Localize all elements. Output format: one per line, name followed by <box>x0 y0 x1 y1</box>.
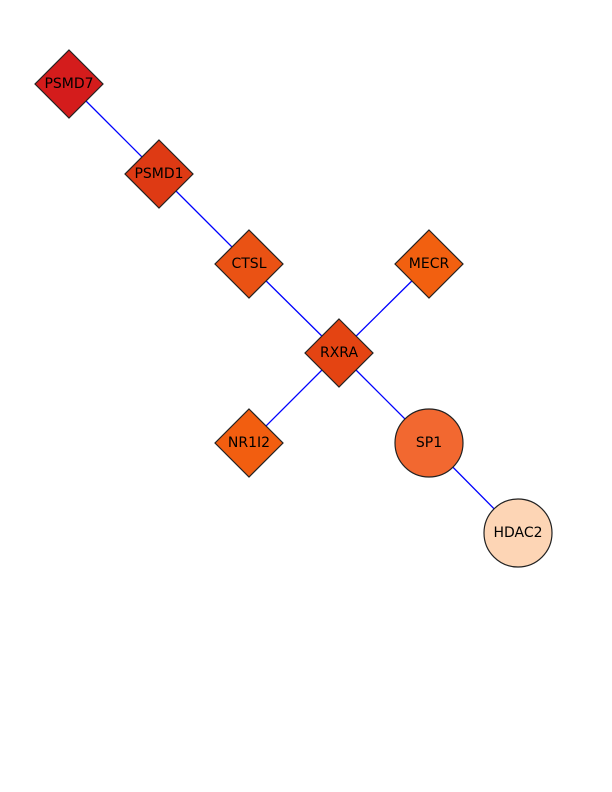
node-label: HDAC2 <box>493 525 542 541</box>
node-hdac2: HDAC2 <box>483 498 553 568</box>
node-label: PSMD7 <box>44 76 93 92</box>
node-rxra: RXRA <box>304 318 374 388</box>
diamond-node-shape <box>124 139 194 209</box>
diamond-node-shape <box>214 408 284 478</box>
node-mecr: MECR <box>394 229 464 299</box>
node-sp1: SP1 <box>394 408 464 478</box>
node-ctsl: CTSL <box>214 229 284 299</box>
circle-node-shape <box>483 498 553 568</box>
node-label: CTSL <box>231 256 266 272</box>
node-psmd1: PSMD1 <box>124 139 194 209</box>
node-label: MECR <box>409 256 450 272</box>
diamond-node-shape <box>304 318 374 388</box>
node-nr1i2: NR1I2 <box>214 408 284 478</box>
circle-node-shape <box>394 408 464 478</box>
node-psmd7: PSMD7 <box>34 49 104 119</box>
diamond-node-shape <box>34 49 104 119</box>
node-label: SP1 <box>416 435 442 451</box>
diamond-node-shape <box>394 229 464 299</box>
diamond-node-shape <box>214 229 284 299</box>
node-label: NR1I2 <box>228 435 270 451</box>
node-label: RXRA <box>320 345 358 361</box>
node-label: PSMD1 <box>134 166 183 182</box>
